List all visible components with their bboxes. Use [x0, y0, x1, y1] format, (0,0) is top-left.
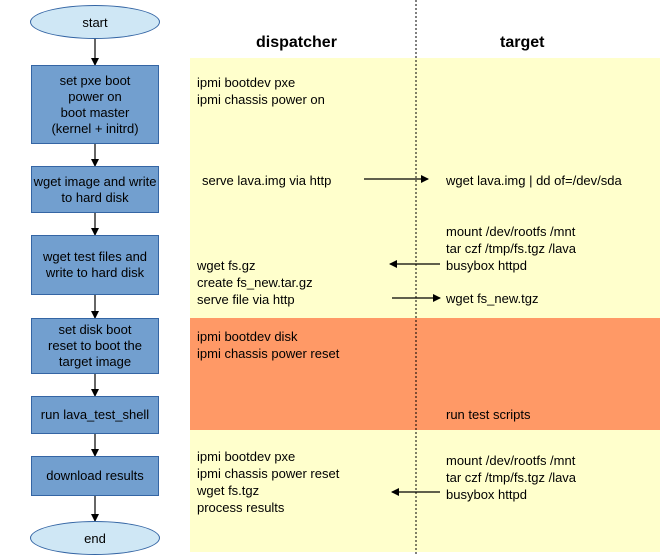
- dispatcher-line: create fs_new.tar.gz: [197, 275, 313, 290]
- band-results: [190, 430, 660, 552]
- dispatcher-line: process results: [197, 500, 285, 515]
- step-wget-image: wget image and write to hard disk: [31, 166, 159, 213]
- target-line: mount /dev/rootfs /mnt: [446, 453, 576, 468]
- target-line: busybox httpd: [446, 487, 527, 502]
- target-line: tar czf /tmp/fs.tgz /lava: [446, 241, 577, 256]
- start-node: start: [30, 5, 160, 39]
- step-download-results: download results: [31, 456, 159, 496]
- target-line: wget fs_new.tgz: [446, 291, 539, 306]
- dispatcher-line: serve file via http: [197, 292, 295, 307]
- column-header-dispatcher: dispatcher: [256, 34, 337, 51]
- dispatcher-line: ipmi chassis power reset: [197, 466, 340, 481]
- step-run-lava-test-shell: run lava_test_shell: [31, 396, 159, 434]
- end-node: end: [30, 521, 160, 555]
- dispatcher-line: ipmi bootdev pxe: [197, 75, 296, 90]
- column-header-target: target: [500, 34, 545, 51]
- dispatcher-line: ipmi bootdev pxe: [197, 449, 296, 464]
- dispatcher-line: wget fs.tgz: [197, 483, 260, 498]
- target-line: mount /dev/rootfs /mnt: [446, 224, 576, 239]
- step-wget-test-files: wget test files and write to hard disk: [31, 235, 159, 295]
- dispatcher-line: serve lava.img via http: [202, 173, 332, 188]
- target-line: busybox httpd: [446, 258, 527, 273]
- target-line: tar czf /tmp/fs.tgz /lava: [446, 470, 577, 485]
- dispatcher-line: ipmi chassis power on: [197, 92, 325, 107]
- target-line: wget lava.img | dd of=/dev/sda: [446, 173, 622, 188]
- target-line: run test scripts: [446, 407, 531, 422]
- step-set-pxe-boot: set pxe boot power on boot master (kerne…: [31, 65, 159, 144]
- band-setup: [190, 58, 660, 318]
- band-test-run: [190, 318, 660, 430]
- dispatcher-line: ipmi chassis power reset: [197, 346, 340, 361]
- dispatcher-line: wget fs.gz: [197, 258, 256, 273]
- dispatcher-line: ipmi bootdev disk: [197, 329, 298, 344]
- step-set-disk-boot: set disk boot reset to boot the target i…: [31, 318, 159, 374]
